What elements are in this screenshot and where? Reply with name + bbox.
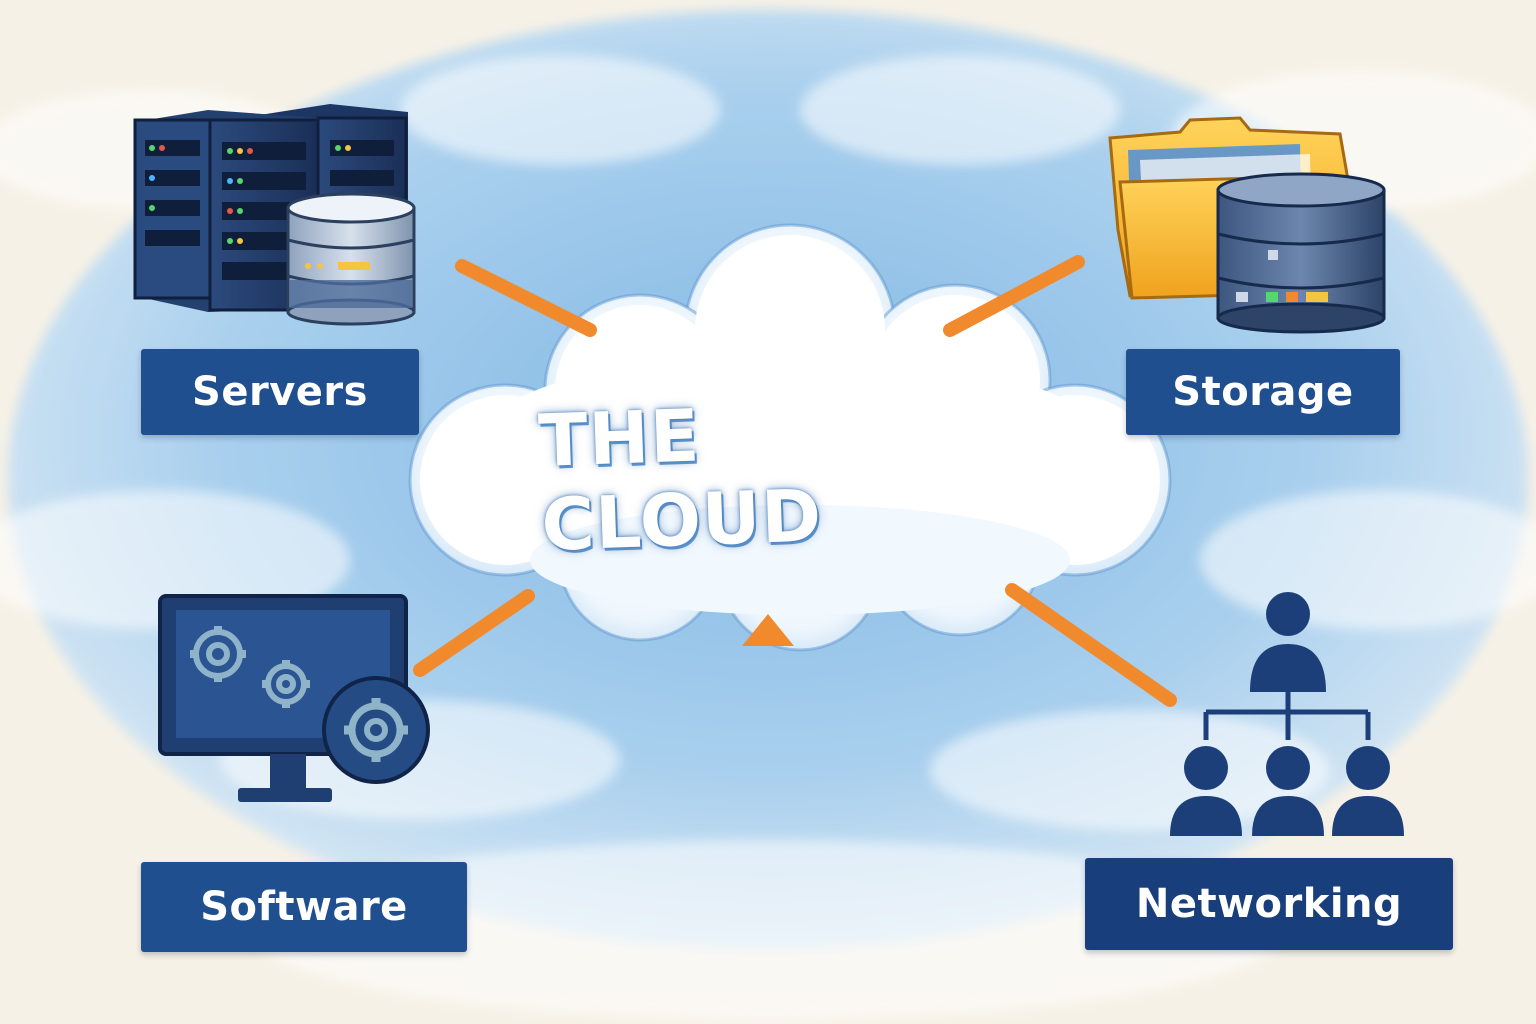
servers-label: Servers [141,349,419,435]
storage-database-icon [1216,172,1386,334]
database-icon [286,192,416,326]
central-cloud [408,223,1172,652]
arrow-to-servers [455,259,597,337]
cloud-title: THE CLOUD [537,393,824,567]
storage-label: Storage [1126,349,1400,435]
connector-arrows [413,255,1177,827]
arrow-from-software [413,589,535,677]
folder-database-icon [1108,116,1386,334]
arrow-to-storage [943,255,1085,337]
networking-label: Networking [1085,858,1453,950]
arrow-from-bottom-head [742,614,794,646]
arrow-networking [1005,583,1177,707]
people-hierarchy-icon [1170,592,1404,836]
server-rack-icon [133,104,416,326]
monitor-gears-icon [158,594,430,802]
software-label: Software [141,862,467,952]
